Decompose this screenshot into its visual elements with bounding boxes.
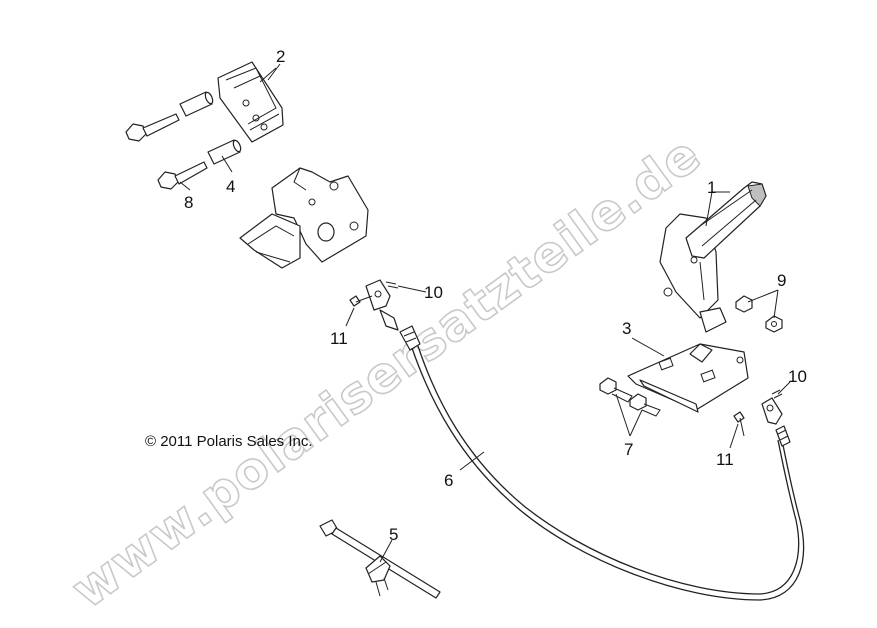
part-11-pin-lower [733, 411, 745, 437]
caliper-bracket [239, 167, 369, 269]
callout-3: 3 [622, 319, 631, 338]
part-8-bolt-lower [157, 161, 208, 190]
cable-end-right [761, 397, 783, 425]
watermark: www.polarisersatzteile.de [61, 125, 711, 620]
part-11-pin-upper [349, 295, 373, 307]
copyright-notice: © 2011 Polaris Sales Inc. [145, 433, 313, 450]
part-8-bolt-upper [125, 113, 180, 142]
callout-11-lower: 11 [716, 450, 734, 469]
part-10-clip-lower [771, 389, 783, 399]
callout-10-lower: 10 [788, 367, 807, 386]
leader-lines [179, 63, 791, 563]
callout-7: 7 [624, 440, 633, 459]
callout-8: 8 [184, 193, 193, 212]
part-7-bolts [599, 377, 661, 417]
callout-10-upper: 10 [424, 283, 443, 302]
callout-4: 4 [226, 177, 235, 196]
part-6-brake-cable [411, 345, 805, 601]
part-4-sleeve-lower [207, 139, 242, 165]
part-1-handbrake-lever [659, 181, 767, 333]
callout-11-upper: 11 [330, 329, 348, 348]
part-2-brake-pad [217, 61, 284, 143]
callout-2: 2 [276, 47, 285, 66]
part-9-nuts [735, 295, 783, 333]
part-3-mounting-plate [627, 343, 749, 413]
callout-6: 6 [444, 471, 453, 490]
callout-9: 9 [777, 271, 786, 290]
callout-1: 1 [707, 178, 716, 197]
callout-5: 5 [389, 525, 398, 544]
part-4-sleeve-upper [179, 91, 214, 117]
part-5-cable-tie [319, 519, 441, 599]
cable-clevis-left [365, 279, 421, 351]
part-10-clip-upper [385, 281, 399, 289]
